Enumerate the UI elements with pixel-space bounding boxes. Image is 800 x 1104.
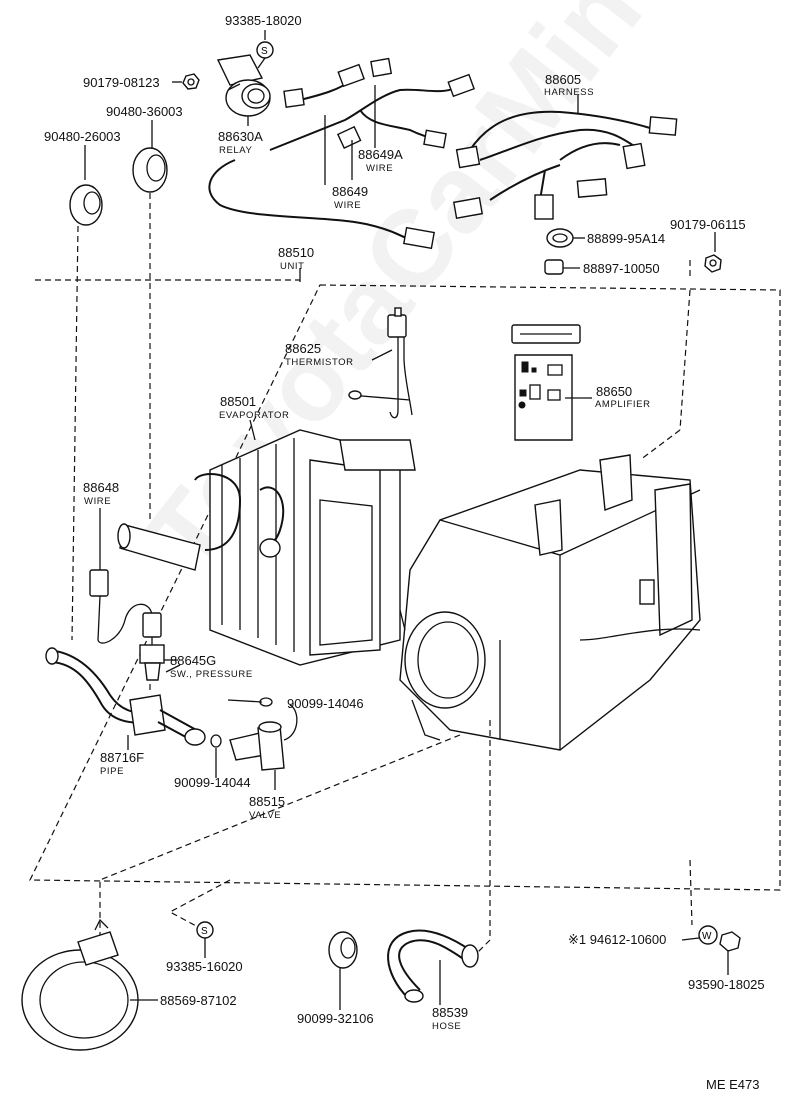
label-88716F: 88716F (100, 750, 145, 765)
label-90099-14044: 90099-14044 (174, 775, 251, 790)
leader-94612-10600 (681, 937, 700, 941)
label-wire-a: WIRE (366, 163, 394, 174)
label-94612-10600: ※1 94612-10600 (568, 932, 667, 947)
label-hose: HOSE (432, 1021, 462, 1032)
label-93385-16020: 93385-16020 (166, 959, 243, 974)
wire-harness-88649 (208, 57, 475, 250)
footer-code: ME E473 (706, 1077, 760, 1092)
label-88899: 88899-95A14 (587, 231, 666, 246)
label-88649A: 88649A (358, 147, 403, 162)
label-thermistor: THERMISTOR (285, 357, 354, 368)
cushion-88897-10050 (544, 259, 580, 275)
label-88539: 88539 (432, 1005, 469, 1020)
svg-text:W: W (702, 931, 712, 942)
hose-88539 (387, 929, 479, 1005)
nut-90179-06115 (704, 254, 722, 273)
label-90099-14046: 90099-14046 (287, 696, 364, 711)
label-88569-87102: 88569-87102 (160, 993, 237, 1008)
unit-case-88510 (399, 454, 701, 751)
dash-amp-to-case-2 (639, 429, 681, 461)
relay-drawing (216, 54, 271, 126)
pipe-88716F (45, 647, 206, 746)
label-unit: UNIT (280, 261, 305, 272)
label-valve: VALVE (249, 810, 282, 821)
bolt-93590-18025 (719, 931, 741, 975)
label-90480-36003: 90480-36003 (106, 104, 183, 119)
grommet-90099-32106 (328, 931, 358, 1010)
leader-88645G (165, 664, 181, 673)
label-wire: WIRE (334, 200, 362, 211)
label-evaporator: EVAPORATOR (219, 410, 290, 421)
wire-88648 (89, 508, 153, 644)
grommet-90480-26003 (69, 184, 103, 226)
leader-88501 (249, 419, 256, 441)
washer-symbol-w (698, 925, 718, 945)
label-93590-18025: 93590-18025 (688, 977, 765, 992)
harness-88605 (452, 95, 678, 220)
amplifier-88650 (511, 324, 590, 441)
dash-to-hose (474, 720, 491, 956)
nut-90179-08123 (182, 73, 200, 90)
label-harness: HARNESS (544, 87, 595, 98)
label-88645G: 88645G (170, 653, 217, 668)
unit-boundary-dashed (29, 279, 781, 891)
spring-washer-letter: S (261, 46, 268, 57)
dash-to-washer (689, 859, 693, 926)
dash-grommet-to-pipe (71, 225, 79, 641)
ring-88569-87102 (21, 918, 158, 1051)
label-88650: 88650 (596, 384, 633, 399)
oring-90099-14044 (210, 734, 222, 748)
oring-90099-14046-leader (227, 699, 263, 703)
grommet-90480-36003 (132, 147, 168, 193)
label-88649: 88649 (332, 184, 369, 199)
label-relay: RELAY (219, 145, 253, 156)
pressure-switch-88645G (139, 612, 178, 681)
evaporator-88501 (117, 429, 416, 666)
clamp-88899-95A14 (546, 228, 585, 248)
label-amplifier: AMPLIFIER (595, 399, 651, 410)
label-90099-32106: 90099-32106 (297, 1011, 374, 1026)
expansion-valve-88515 (229, 704, 298, 790)
label-sw-pressure: SW., PRESSURE (170, 669, 253, 680)
washer-to-relay-leader (257, 57, 266, 69)
label-88605: 88605 (545, 72, 582, 87)
label-88630A: 88630A (218, 129, 263, 144)
label-90179-08123: 90179-08123 (83, 75, 160, 90)
label-88648: 88648 (83, 480, 120, 495)
dash-to-snapring (168, 879, 231, 929)
label-90179-06115: 90179-06115 (670, 217, 746, 232)
dash-amp-to-case (679, 289, 691, 431)
svg-text:S: S (201, 926, 208, 937)
label-93385-18020: 93385-18020 (225, 13, 302, 28)
label-88897: 88897-10050 (583, 261, 660, 276)
label-90480-26003: 90480-26003 (44, 129, 121, 144)
label-pipe: PIPE (100, 766, 125, 777)
label-88501: 88501 (220, 394, 257, 409)
thermistor-88625 (348, 307, 413, 419)
label-88625: 88625 (285, 341, 322, 356)
label-wire-88648: WIRE (84, 496, 112, 507)
label-88515: 88515 (249, 794, 286, 809)
label-88510: 88510 (278, 245, 315, 260)
